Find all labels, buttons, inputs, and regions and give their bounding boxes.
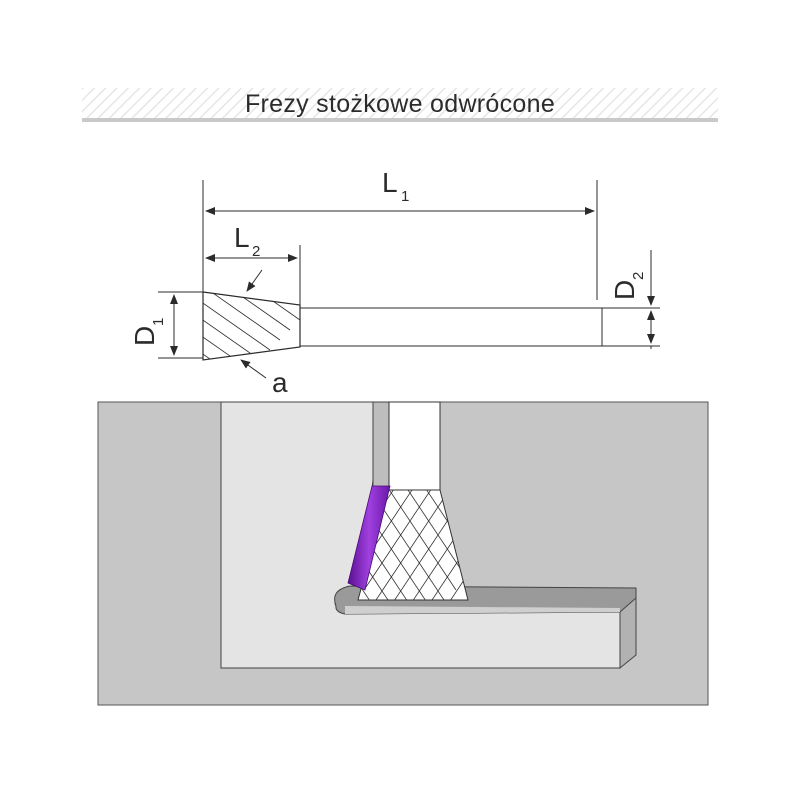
label-l2-sub: 2 — [252, 243, 260, 260]
label-l1: L — [382, 167, 398, 198]
cut-edge-highlight — [347, 485, 391, 591]
tool-head-hatching — [203, 292, 300, 360]
tool-shank — [299, 307, 603, 347]
label-d1-sub: 1 — [150, 318, 167, 326]
tool-slot — [372, 401, 390, 491]
page-title: Frezy stożkowe odwrócone — [244, 90, 556, 118]
leader-a — [240, 359, 267, 379]
label-a: a — [272, 367, 288, 398]
label-d1: D — [129, 326, 160, 346]
label-l2: L — [234, 222, 250, 253]
title-hatch — [82, 88, 718, 122]
label-d2-sub: 2 — [630, 272, 647, 280]
tool-head — [202, 291, 301, 361]
label-d2: D — [609, 280, 640, 300]
title-bar: Frezy stożkowe odwrócone — [82, 88, 718, 122]
groove-end-face — [619, 596, 637, 670]
label-l1-sub: 1 — [401, 188, 409, 205]
tool-shank-lower — [388, 401, 441, 491]
leader-l2 — [246, 269, 263, 292]
